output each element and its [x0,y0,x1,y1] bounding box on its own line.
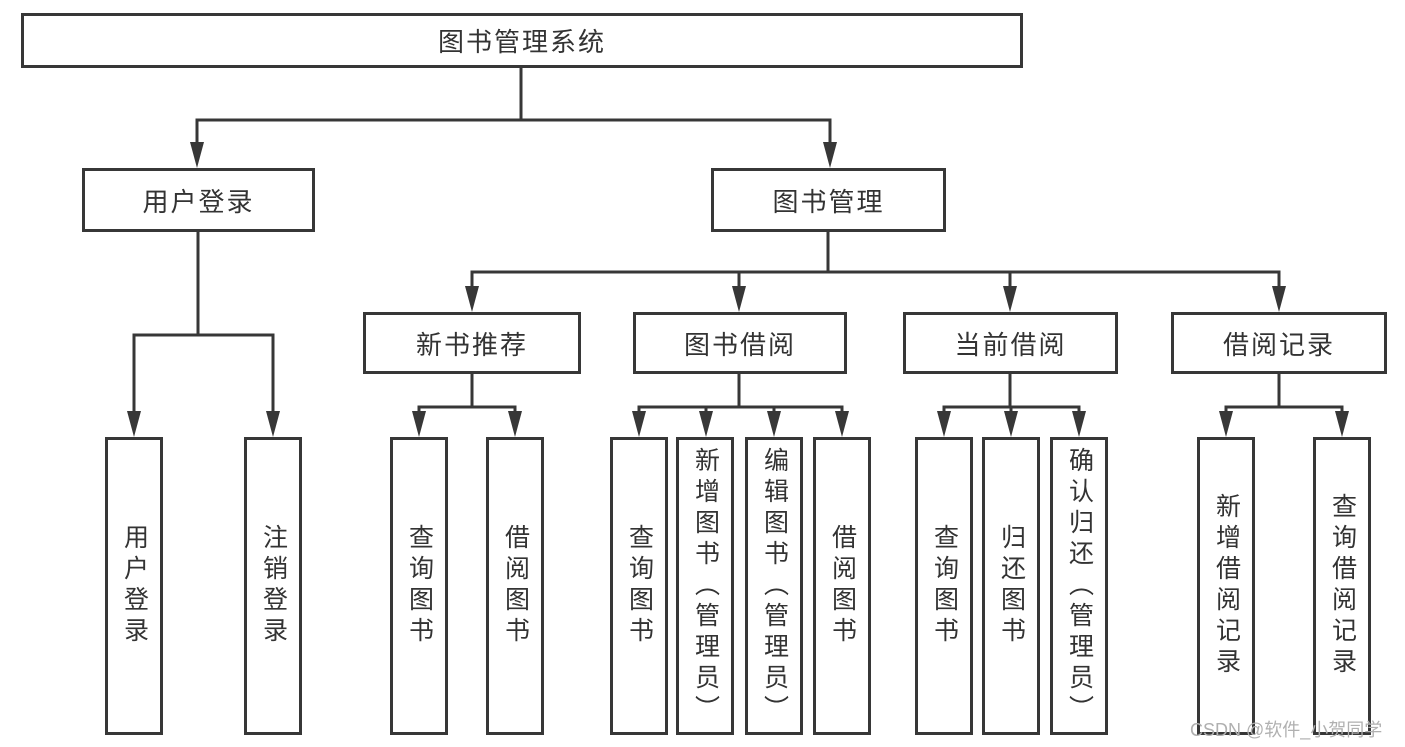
leaf-user-login-label: 用户登录 [120,524,149,648]
node-current-borrow: 当前借阅 [903,312,1118,374]
leaf-borrow-books-recommend-label: 借阅图书 [501,524,530,648]
leaf-query-books-current-label: 查询图书 [930,524,959,648]
leaf-query-books-borrow: 查询图书 [610,437,668,735]
leaf-borrow-books-recommend: 借阅图书 [486,437,544,735]
leaf-add-borrow-record: 新增借阅记录 [1197,437,1255,735]
leaf-query-borrow-record-label: 查询借阅记录 [1328,493,1357,679]
leaf-add-books-admin: 新增图书（管理员） [676,437,734,735]
leaf-edit-books-admin-label: 编辑图书（管理员） [760,446,789,726]
watermark: CSDN @软件_小贺同学 [1190,720,1383,740]
leaf-query-books-recommend-label: 查询图书 [405,524,434,648]
leaf-add-borrow-record-label: 新增借阅记录 [1212,493,1241,679]
leaf-borrow-books: 借阅图书 [813,437,871,735]
leaf-edit-books-admin: 编辑图书（管理员） [745,437,803,735]
node-library-management-system: 图书管理系统 [21,13,1023,68]
leaf-add-books-admin-label: 新增图书（管理员） [691,446,720,726]
leaf-borrow-books-label: 借阅图书 [828,524,857,648]
node-borrow-records: 借阅记录 [1171,312,1387,374]
leaf-query-books-recommend: 查询图书 [390,437,448,735]
leaf-return-books: 归还图书 [982,437,1040,735]
node-book-borrow: 图书借阅 [633,312,847,374]
leaf-logout-login-label: 注销登录 [259,524,288,648]
leaf-user-login: 用户登录 [105,437,163,735]
node-user-login: 用户登录 [82,168,315,232]
leaf-query-borrow-record: 查询借阅记录 [1313,437,1371,735]
leaf-confirm-return-admin-label: 确认归还（管理员） [1065,446,1094,726]
leaf-return-books-label: 归还图书 [997,524,1026,648]
node-new-book-recommend: 新书推荐 [363,312,581,374]
leaf-query-books-current: 查询图书 [915,437,973,735]
leaf-query-books-borrow-label: 查询图书 [625,524,654,648]
node-book-management: 图书管理 [711,168,946,232]
leaf-confirm-return-admin: 确认归还（管理员） [1050,437,1108,735]
leaf-logout-login: 注销登录 [244,437,302,735]
